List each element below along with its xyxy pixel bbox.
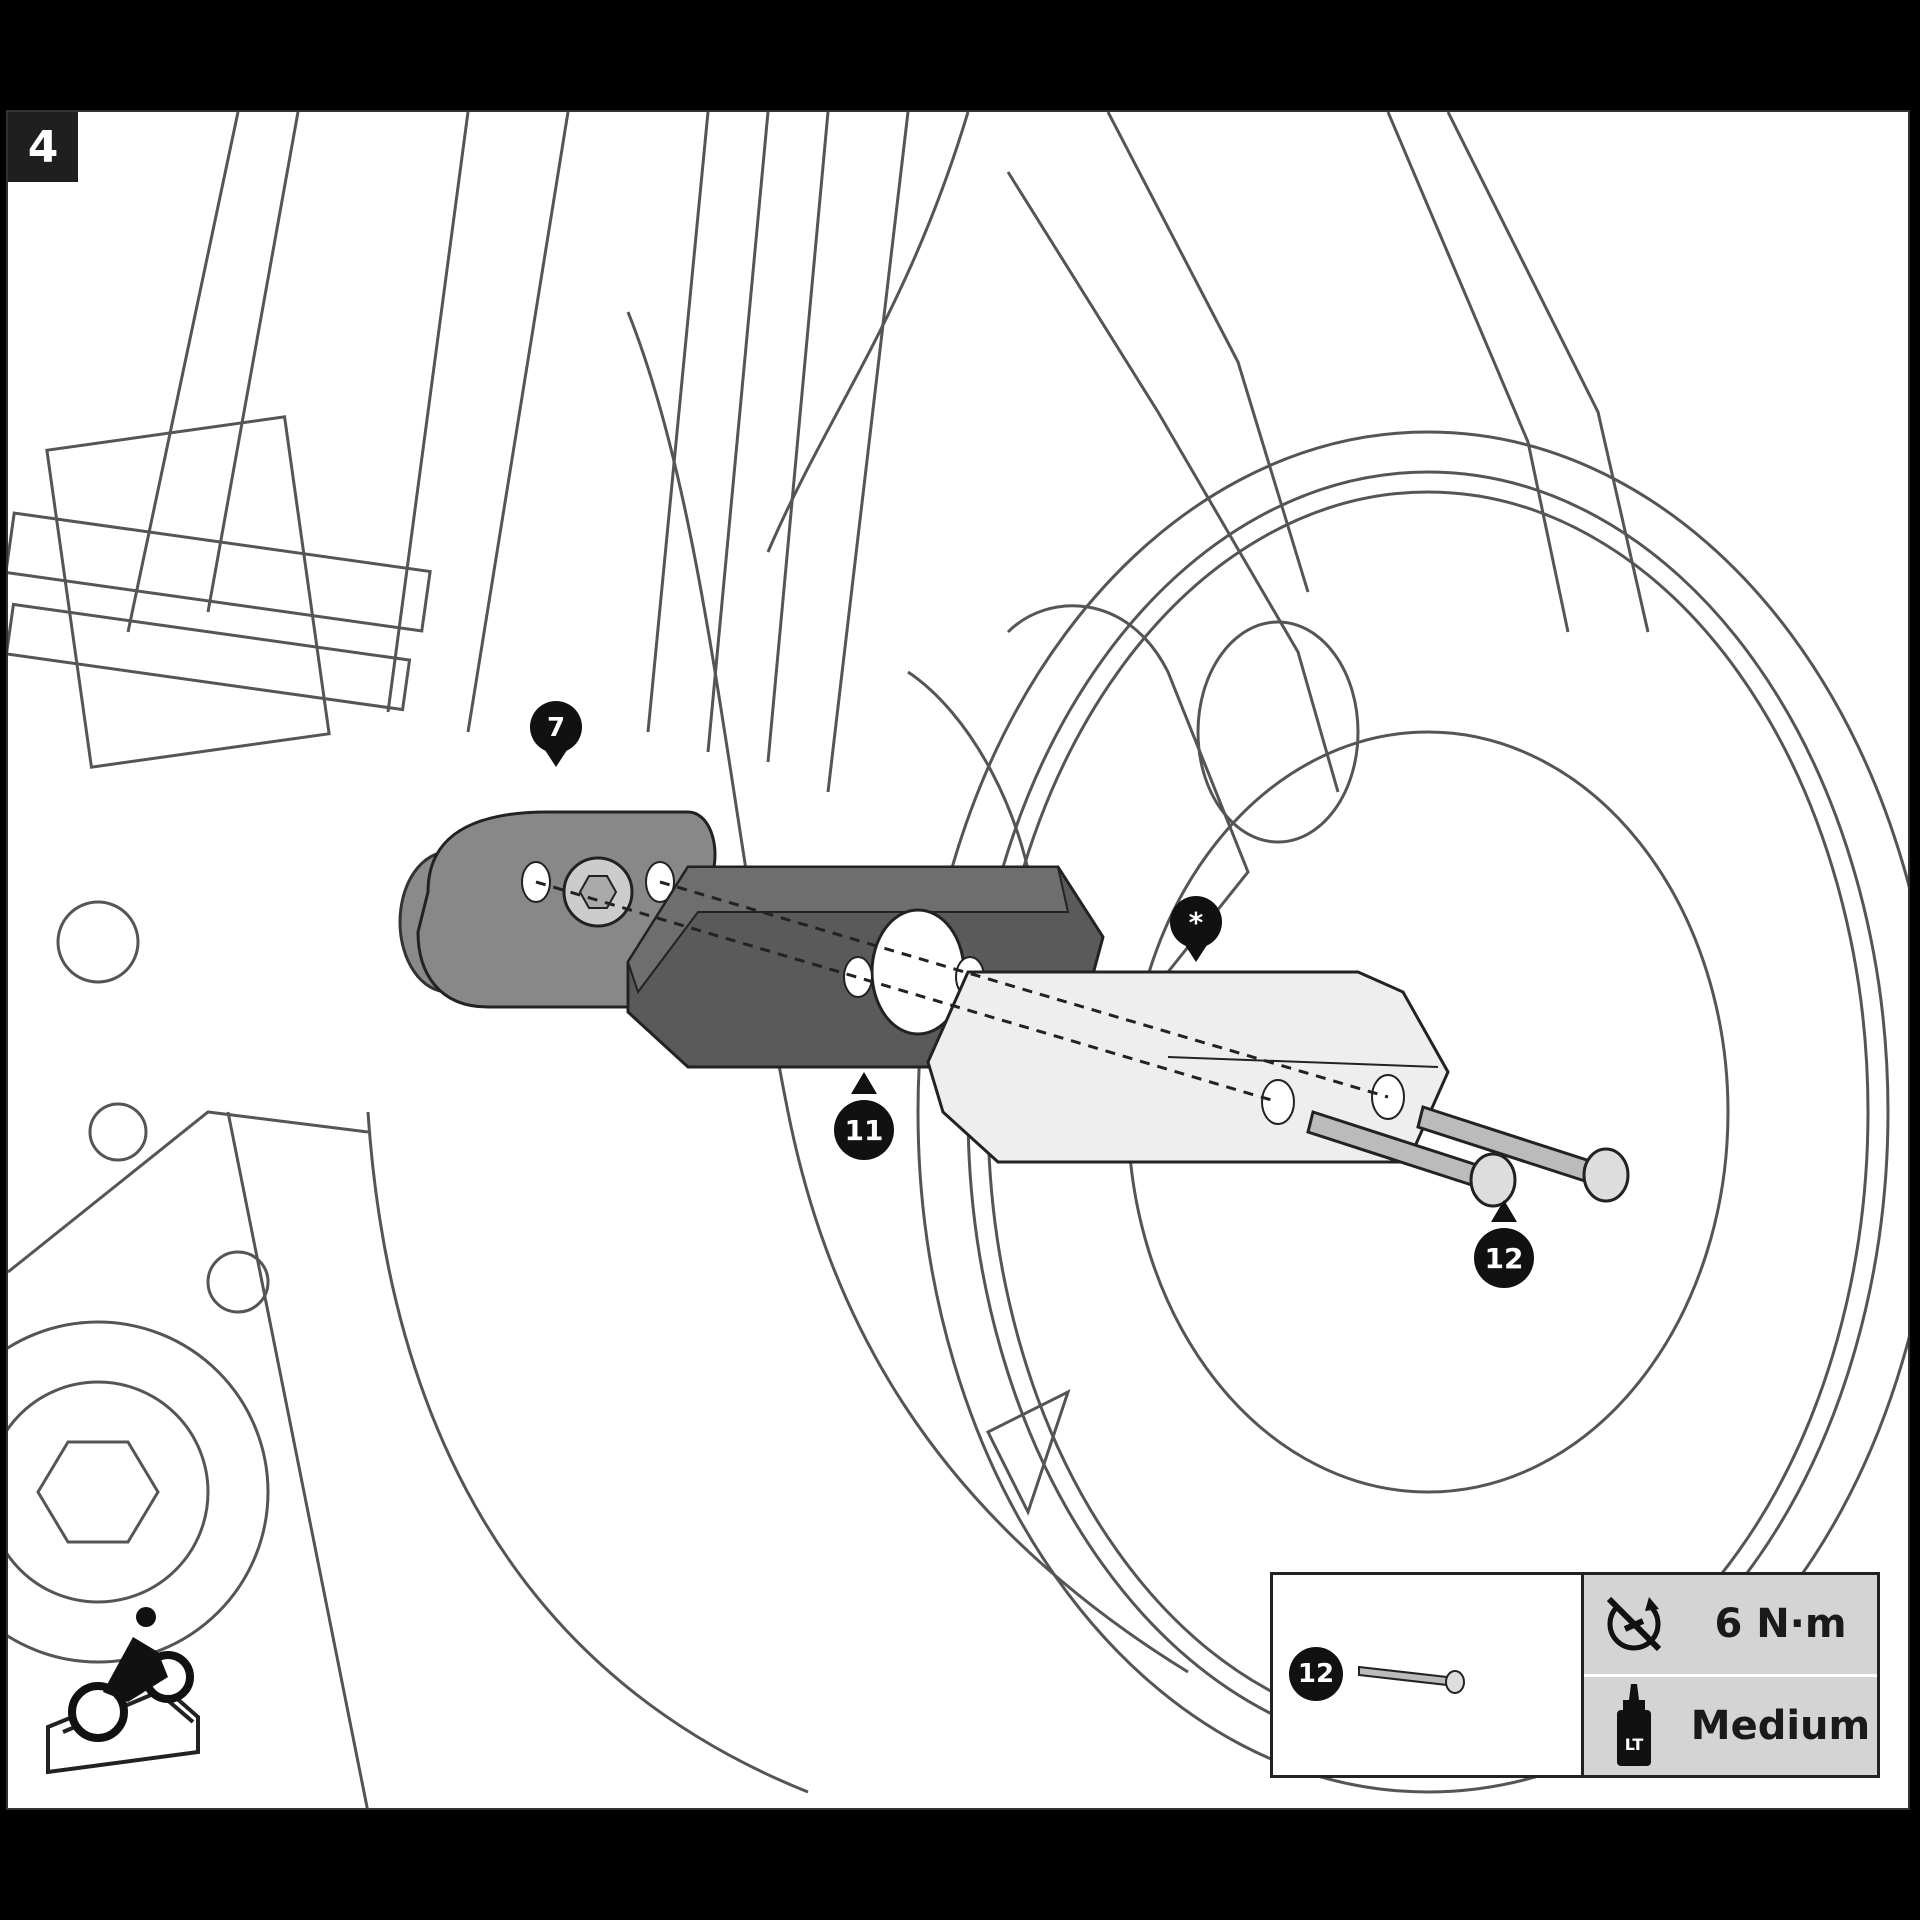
svg-text:11: 11 xyxy=(845,1114,884,1147)
fork-leg xyxy=(126,112,300,633)
torque-wrench-icon xyxy=(1584,1575,1684,1674)
threadlocker-bottle-icon: LT xyxy=(1584,1677,1684,1776)
svg-text:7: 7 xyxy=(547,713,565,743)
torque-row: 6 N·m xyxy=(1584,1575,1877,1674)
threadlocker-value: Medium xyxy=(1690,1702,1871,1749)
motorcycle-lift-stand-icon xyxy=(46,1607,200,1775)
assembly-guide-lines xyxy=(535,880,1389,1104)
engine-cover xyxy=(8,1320,270,1664)
assembly-illustration: 7 * 11 12 xyxy=(8,112,1908,1808)
disc-spoke xyxy=(985,1389,1071,1516)
torque-value: 6 N·m xyxy=(1714,1601,1847,1648)
svg-text:*: * xyxy=(1189,906,1204,939)
callout-7: 7 xyxy=(530,701,582,767)
callout-star: * xyxy=(1170,896,1222,962)
caliper-piston xyxy=(1196,620,1360,844)
threadlocker-row: LT Medium xyxy=(1584,1673,1877,1776)
spec-values: 6 N·m LT Medium xyxy=(1584,1575,1877,1775)
svg-text:12: 12 xyxy=(1485,1242,1524,1275)
spec-table: 12 6 N·m xyxy=(1270,1572,1880,1778)
step-number: 4 xyxy=(8,112,78,182)
svg-text:LT: LT xyxy=(1625,1735,1644,1754)
instruction-panel: 7 * 11 12 4 12 xyxy=(6,110,1910,1810)
bolts-12 xyxy=(1306,1105,1630,1208)
bolt-icon xyxy=(1358,1665,1465,1694)
spec-part-callout: 12 xyxy=(1289,1647,1343,1701)
axle-spacer-7 xyxy=(398,810,717,1009)
spec-part-cell: 12 xyxy=(1273,1575,1584,1775)
wheel-outer-tire xyxy=(916,430,1908,1794)
caliper-bracket xyxy=(1006,171,1340,793)
frame-block xyxy=(45,415,331,769)
callout-11: 11 xyxy=(834,1072,894,1160)
callout-12: 12 xyxy=(1474,1200,1534,1288)
